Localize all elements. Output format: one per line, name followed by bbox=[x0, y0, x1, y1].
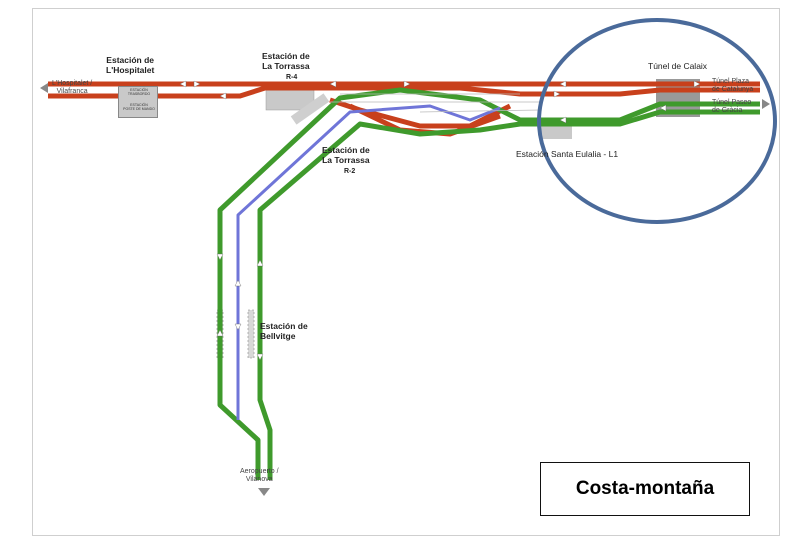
blue-track bbox=[236, 104, 501, 420]
label-dest-south: Aeropuerto / Vilanova bbox=[240, 468, 279, 484]
label-station-bellvitge: Estación de Bellvitge bbox=[260, 321, 308, 341]
station-box-santa-eulalia bbox=[540, 125, 572, 139]
label-dest-paseo-gracia: Túnel Paseo de Gràcia bbox=[712, 99, 752, 115]
label-station-santa-eulalia: Estación Santa Eulalia - L1 bbox=[516, 149, 619, 159]
label-line-r2: R-2 bbox=[344, 168, 356, 175]
green-tracks bbox=[217, 87, 760, 480]
highlight-ellipse bbox=[537, 18, 777, 224]
label-line-r4: R-4 bbox=[286, 74, 298, 81]
blue-tracks bbox=[236, 104, 501, 420]
platform-torrassa-r2 bbox=[290, 93, 330, 125]
arrow-south bbox=[258, 488, 270, 496]
label-station-torrassa-r4: Estación de La Torrassa bbox=[262, 51, 310, 71]
arrow-east bbox=[762, 99, 770, 109]
green-track-inner bbox=[257, 109, 760, 480]
label-station-torrassa-r2: Estación de La Torrassa bbox=[322, 145, 370, 165]
arrow-west bbox=[40, 83, 48, 93]
label-tunnel-calaix: Túnel de Calaix bbox=[648, 61, 708, 71]
label-dest-west: L'Hospitalet / Vilafranca bbox=[52, 80, 93, 96]
station-box-hospitalet: ESTACIÓN TRASBORDO ESTACIÓN POSTE DE MAN… bbox=[118, 86, 158, 118]
label-dest-plaza-catalunya: Túnel Plaza de Catalunya bbox=[712, 78, 754, 94]
station-box-hospitalet-top-label: ESTACIÓN TRASBORDO bbox=[127, 88, 151, 97]
station-box-hospitalet-bottom-label: ESTACIÓN POSTE DE MANDO bbox=[123, 103, 155, 112]
secondary-lines bbox=[330, 93, 541, 113]
costa-montana-badge: Costa-montaña bbox=[540, 462, 750, 516]
direction-arrows bbox=[179, 80, 701, 361]
green-track-outer bbox=[217, 87, 760, 480]
label-station-hospitalet: Estación de L'Hospitalet bbox=[106, 55, 155, 75]
platform-bellvitge-right bbox=[247, 309, 255, 359]
red-track-lower bbox=[48, 85, 760, 99]
